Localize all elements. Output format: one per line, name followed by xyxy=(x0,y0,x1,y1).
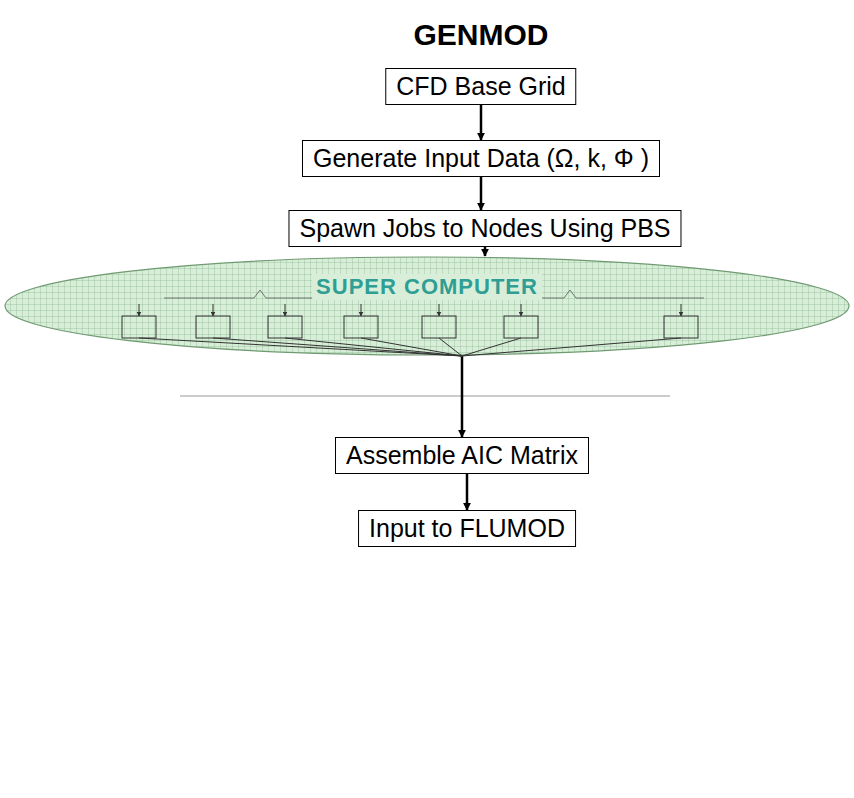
process-box: CFD Base Grid xyxy=(385,68,576,105)
compute-node xyxy=(422,316,456,338)
box-label: Generate Input Data (Ω, k, Φ ) xyxy=(313,144,649,173)
supercomputer-illustration xyxy=(4,256,850,356)
flow-arrow xyxy=(480,177,483,210)
flow-arrow xyxy=(480,105,483,140)
region-label: SUPER COMPUTER xyxy=(312,274,542,300)
compute-node xyxy=(344,316,378,338)
process-box: Spawn Jobs to Nodes Using PBS xyxy=(288,210,681,247)
compute-node xyxy=(196,316,230,338)
job-arrow xyxy=(139,304,140,316)
grid-ellipse xyxy=(5,257,849,355)
process-box: Assemble AIC Matrix xyxy=(335,437,589,474)
compute-node xyxy=(664,316,698,338)
flow-arrow xyxy=(461,356,464,437)
flow-arrow xyxy=(484,247,487,256)
compute-node xyxy=(504,316,538,338)
merge-line xyxy=(285,338,462,356)
compute-node xyxy=(268,316,302,338)
supercomputer-ellipse: SUPER COMPUTER xyxy=(4,256,850,356)
job-arrow xyxy=(681,304,682,316)
flow-arrow xyxy=(466,474,469,510)
compute-node xyxy=(122,316,156,338)
merge-line xyxy=(439,338,462,356)
box-label: Input to FLUMOD xyxy=(369,514,565,543)
job-arrow xyxy=(213,304,214,316)
diagram-title: GENMOD xyxy=(414,18,549,52)
box-label: CFD Base Grid xyxy=(396,72,565,101)
job-arrow xyxy=(361,304,362,316)
merge-line xyxy=(462,338,681,356)
base-line xyxy=(180,396,670,397)
merge-line xyxy=(139,338,462,356)
job-arrow xyxy=(439,304,440,316)
merge-line xyxy=(213,338,462,356)
merge-line xyxy=(361,338,462,356)
process-box: Generate Input Data (Ω, k, Φ ) xyxy=(302,140,660,177)
process-box: Input to FLUMOD xyxy=(358,510,576,547)
job-arrow xyxy=(521,304,522,316)
box-label: Spawn Jobs to Nodes Using PBS xyxy=(299,214,670,243)
job-arrow xyxy=(285,304,286,316)
box-label: Assemble AIC Matrix xyxy=(346,441,578,470)
